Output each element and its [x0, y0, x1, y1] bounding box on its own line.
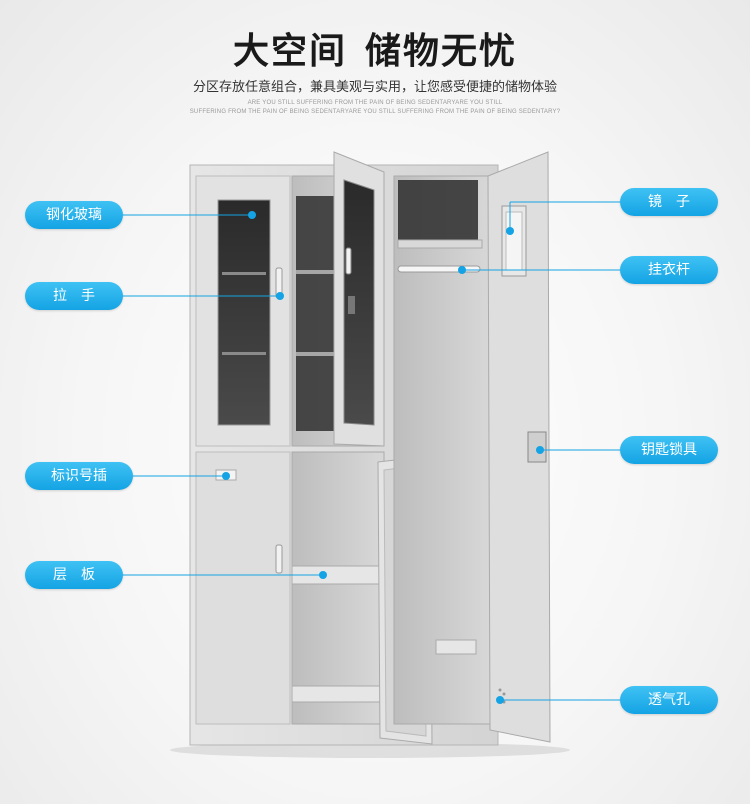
label-key-lock: 钥匙锁具: [620, 436, 718, 464]
label-vent-holes: 透气孔: [620, 686, 718, 714]
label-shelf: 层 板: [25, 561, 123, 589]
middle-glass-door-open: [333, 151, 385, 447]
english-tagline-2: SUFFERING FROM THE PAIN OF BEING SEDENTA…: [189, 109, 561, 115]
page-title: 大空间储物无忧: [232, 31, 518, 72]
label-tempered-glass: 钢化玻璃: [25, 201, 123, 229]
page-subtitle: 分区存放任意组合，兼具美观与实用，让您感受便捷的储物体验: [192, 80, 557, 95]
english-tagline-1: ARE YOU STILL SUFFERING FROM THE PAIN OF…: [247, 100, 503, 106]
left-glass-door: [195, 175, 291, 447]
label-label-slot: 标识号插: [25, 462, 133, 490]
callout-dots: [222, 211, 544, 704]
label-hanging-rod: 挂衣杆: [620, 256, 718, 284]
label-handle: 拉 手: [25, 282, 123, 310]
left-solid-door: [195, 451, 291, 725]
callout-lines: [122, 201, 620, 701]
label-mirror: 镜 子: [620, 188, 718, 216]
